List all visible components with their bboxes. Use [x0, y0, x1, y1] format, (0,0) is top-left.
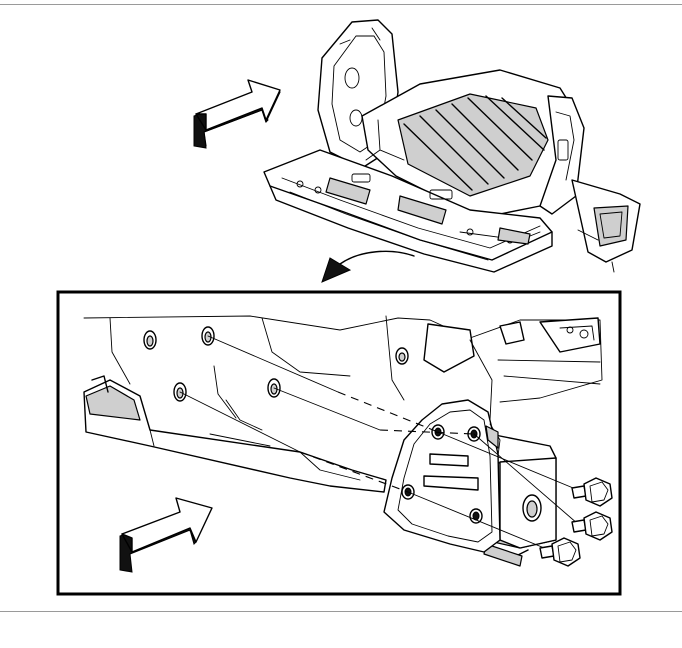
bolt — [571, 477, 613, 507]
vehicle-rear-underbody — [263, 19, 641, 273]
bolt-alignment-lines — [179, 335, 579, 553]
bolt — [539, 537, 581, 567]
curved-callout-arrow-icon — [321, 250, 415, 283]
hitch-bracket-detail — [83, 315, 603, 567]
forward-arrow-icon — [119, 497, 213, 573]
bolt — [571, 511, 613, 541]
bottom-divider — [0, 611, 682, 612]
forward-arrow-icon — [193, 79, 281, 149]
top-divider — [0, 4, 682, 5]
